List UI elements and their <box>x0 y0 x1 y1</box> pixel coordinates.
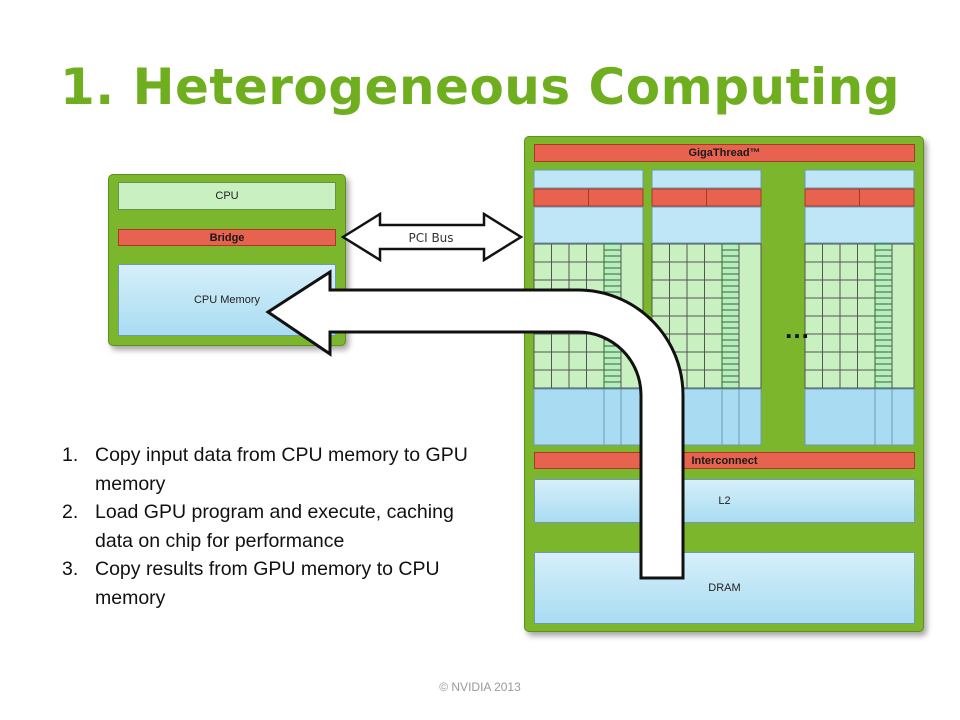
sm-texture-unit <box>603 388 622 446</box>
step-text: Copy input data from CPU memory to GPU m… <box>95 444 468 495</box>
pci-bus-label: PCI Bus <box>408 231 454 245</box>
steps-list: 1. Copy input data from CPU memory to GPU… <box>62 441 482 612</box>
dram-block: DRAM <box>534 552 915 624</box>
step-item: 2. Load GPU program and execute, caching … <box>62 498 482 555</box>
copyright-footer: © NVIDIA 2013 <box>439 680 521 694</box>
interconnect-block: Interconnect <box>534 452 915 469</box>
sm-instruction-cache <box>533 169 644 189</box>
sm-scheduler <box>706 188 762 207</box>
l2-cache-block: L2 <box>534 479 915 523</box>
more-sm-ellipsis: … <box>784 314 810 344</box>
pci-bus-arrow <box>340 211 524 263</box>
sm-special-function-unit <box>738 243 762 389</box>
bridge-block: Bridge <box>118 229 336 246</box>
sm-shared-memory <box>804 388 915 446</box>
step-text: Copy results from GPU memory to CPU memo… <box>95 558 440 609</box>
sm-register-file <box>533 206 644 244</box>
step-item: 3. Copy results from GPU memory to CPU me… <box>62 555 482 612</box>
sm-instruction-cache <box>651 169 762 189</box>
step-number: 1. <box>62 444 79 466</box>
step-text: Load GPU program and execute, caching da… <box>95 501 454 552</box>
slide-title: 1. Heterogeneous Computing <box>59 58 901 116</box>
sm-register-file <box>804 206 915 244</box>
step-item: 1. Copy input data from CPU memory to GPU… <box>62 441 482 498</box>
sm-texture-unit <box>721 388 740 446</box>
sm-shared-memory <box>533 388 644 446</box>
step-number: 3. <box>62 558 79 580</box>
sm-scheduler <box>859 188 915 207</box>
gigathread-block: GigaThread™ <box>534 144 915 162</box>
sm-special-function-unit <box>891 243 915 389</box>
cpu-block: CPU <box>118 182 336 210</box>
sm-instruction-cache <box>804 169 915 189</box>
sm-texture-unit <box>874 388 893 446</box>
sm-register-file <box>651 206 762 244</box>
step-number: 2. <box>62 501 79 523</box>
sm-scheduler <box>588 188 644 207</box>
copy-results-arrow <box>265 269 685 580</box>
